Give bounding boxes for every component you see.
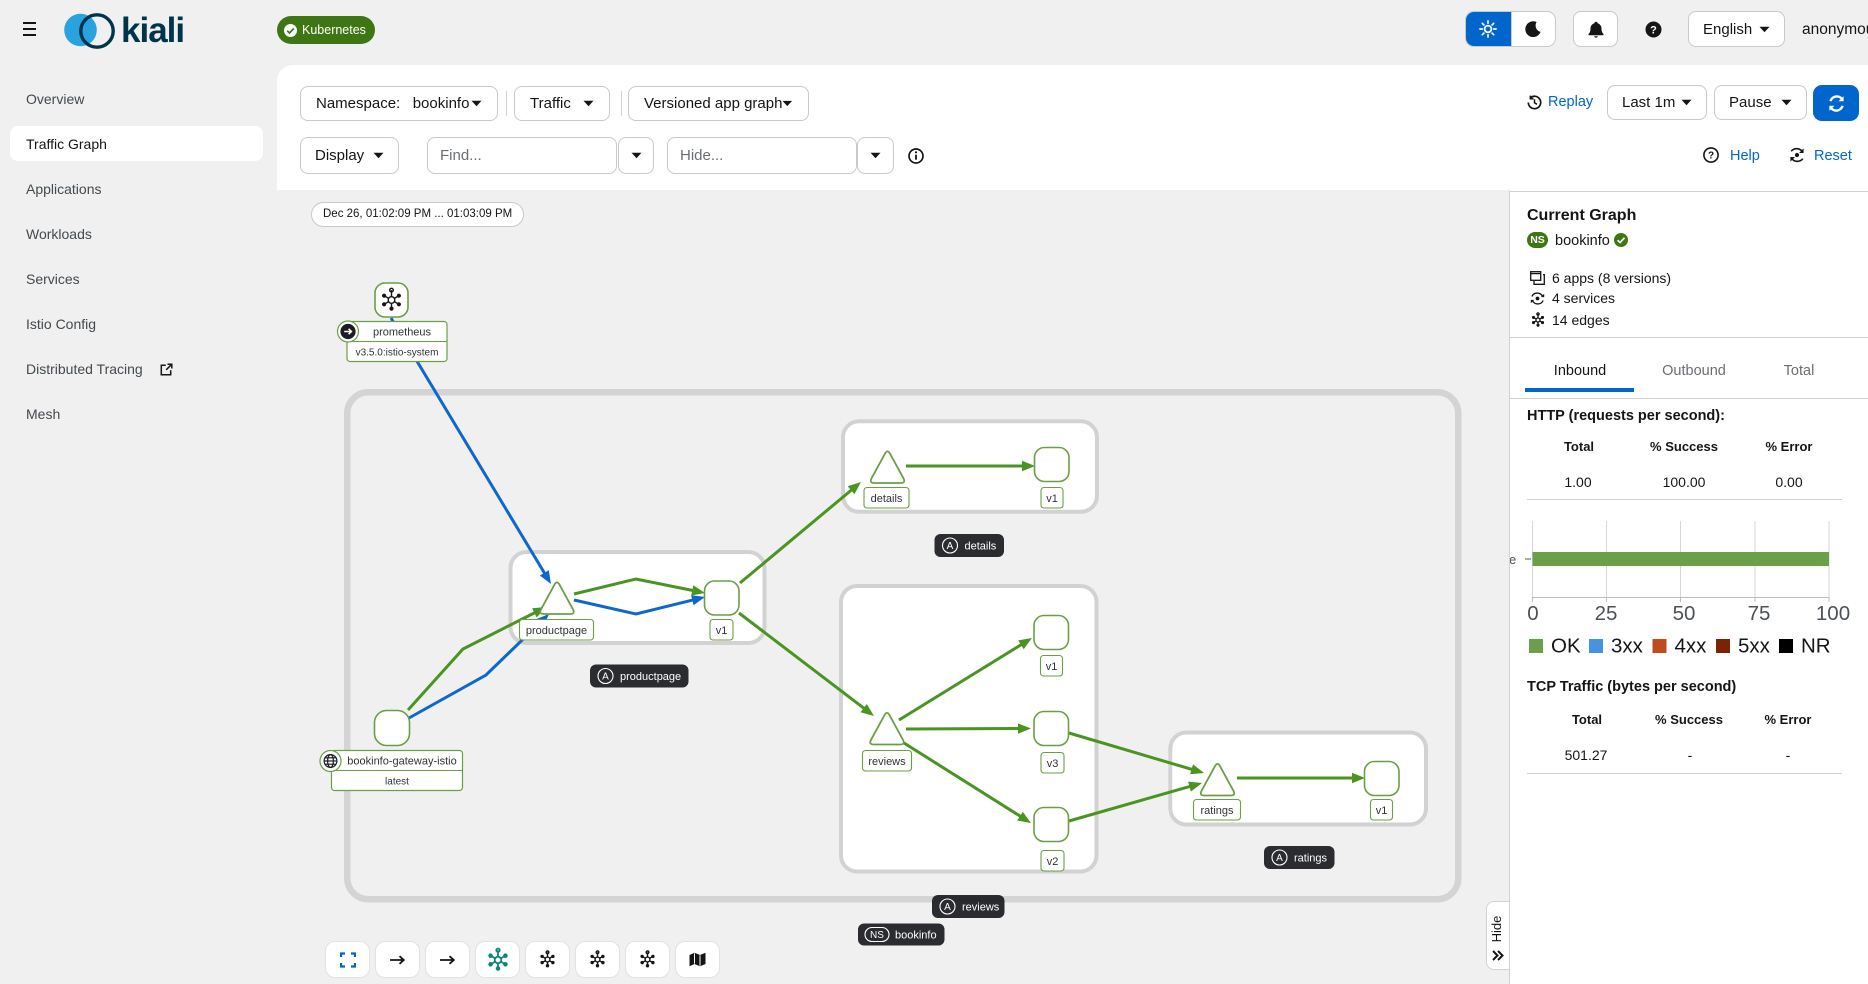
svg-text:v1: v1 xyxy=(1046,493,1058,505)
svg-text:A: A xyxy=(944,902,951,913)
svg-text:5xx: 5xx xyxy=(1738,635,1771,658)
svg-text:productpage: productpage xyxy=(526,625,587,637)
svg-text:NR: NR xyxy=(1801,635,1831,658)
svg-text:A: A xyxy=(602,671,609,682)
svg-text:ratings: ratings xyxy=(1200,805,1234,817)
svg-text:0: 0 xyxy=(1527,602,1538,625)
svg-text:details: details xyxy=(871,493,903,505)
svg-text:v1: v1 xyxy=(1046,661,1058,673)
svg-text:prometheus: prometheus xyxy=(373,327,432,339)
svg-text:75: 75 xyxy=(1748,602,1771,625)
svg-text:A: A xyxy=(1276,853,1283,864)
svg-text:A: A xyxy=(947,541,954,552)
svg-text:100: 100 xyxy=(1816,602,1850,625)
svg-text:productpage: productpage xyxy=(620,671,681,683)
svg-text:4xx: 4xx xyxy=(1675,635,1708,658)
svg-text:v1: v1 xyxy=(1376,805,1388,817)
svg-text:NS: NS xyxy=(870,930,884,941)
svg-text:v3: v3 xyxy=(1047,758,1059,770)
svg-text:bookinfo: bookinfo xyxy=(895,930,937,942)
svg-text:50: 50 xyxy=(1673,602,1696,625)
svg-text:v1: v1 xyxy=(716,625,728,637)
svg-text:?: ? xyxy=(1708,151,1714,162)
svg-text:25: 25 xyxy=(1595,602,1618,625)
svg-text:details: details xyxy=(965,541,997,553)
svg-text:OK: OK xyxy=(1551,635,1581,658)
svg-text:v3.5.0:istio-system: v3.5.0:istio-system xyxy=(356,347,439,358)
svg-text:v2: v2 xyxy=(1047,856,1059,868)
svg-text:ratings: ratings xyxy=(1294,853,1328,865)
svg-text:bookinfo-gateway-istio: bookinfo-gateway-istio xyxy=(347,756,456,768)
svg-text:e: e xyxy=(1510,552,1516,567)
svg-text:reviews: reviews xyxy=(962,902,1000,914)
svg-text:latest: latest xyxy=(385,776,409,787)
svg-text:?: ? xyxy=(1650,24,1657,36)
svg-text:3xx: 3xx xyxy=(1611,635,1644,658)
svg-text:reviews: reviews xyxy=(868,756,906,768)
